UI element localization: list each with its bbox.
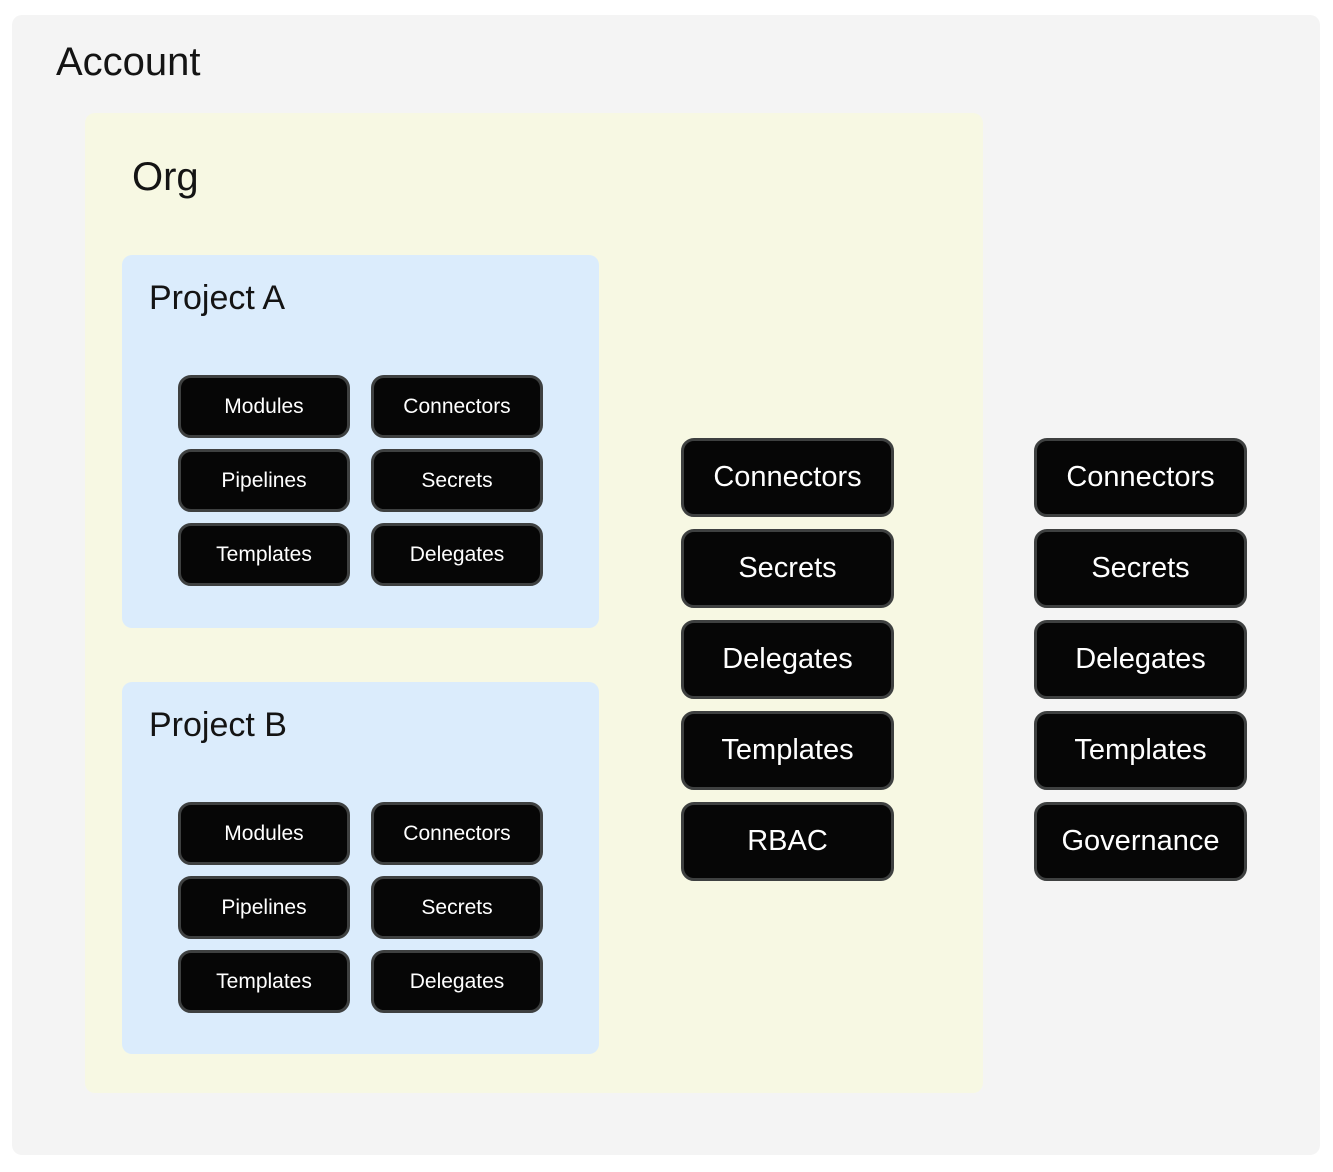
org-pill-secrets: Secrets (681, 529, 894, 608)
project-a-container: Project A Modules Connectors Pipelines S… (122, 255, 599, 628)
org-container: Org Project A Modules Connectors Pipelin… (85, 113, 983, 1093)
project-b-pill-delegates: Delegates (371, 950, 543, 1013)
account-resources: Connectors Secrets Delegates Templates G… (1034, 438, 1247, 881)
account-pill-templates: Templates (1034, 711, 1247, 790)
org-pill-rbac: RBAC (681, 802, 894, 881)
project-a-pill-secrets: Secrets (371, 449, 543, 512)
project-b-pill-secrets: Secrets (371, 876, 543, 939)
project-b-pill-connectors: Connectors (371, 802, 543, 865)
project-b-title: Project B (149, 706, 287, 744)
account-title: Account (56, 40, 201, 84)
org-pill-connectors: Connectors (681, 438, 894, 517)
org-pill-templates: Templates (681, 711, 894, 790)
project-a-pill-delegates: Delegates (371, 523, 543, 586)
account-pill-connectors: Connectors (1034, 438, 1247, 517)
project-a-pill-modules: Modules (178, 375, 350, 438)
project-b-container: Project B Modules Connectors Pipelines S… (122, 682, 599, 1054)
project-b-resources: Modules Connectors Pipelines Secrets Tem… (178, 802, 543, 1013)
project-a-resources: Modules Connectors Pipelines Secrets Tem… (178, 375, 543, 586)
project-b-pill-pipelines: Pipelines (178, 876, 350, 939)
account-container: Account Org Project A Modules Connectors… (12, 15, 1320, 1155)
account-pill-governance: Governance (1034, 802, 1247, 881)
project-b-pill-templates: Templates (178, 950, 350, 1013)
org-title: Org (132, 155, 199, 199)
account-pill-secrets: Secrets (1034, 529, 1247, 608)
project-b-pill-modules: Modules (178, 802, 350, 865)
account-pill-delegates: Delegates (1034, 620, 1247, 699)
project-a-pill-templates: Templates (178, 523, 350, 586)
project-a-title: Project A (149, 279, 286, 317)
org-resources: Connectors Secrets Delegates Templates R… (681, 438, 894, 881)
project-a-pill-pipelines: Pipelines (178, 449, 350, 512)
org-pill-delegates: Delegates (681, 620, 894, 699)
project-a-pill-connectors: Connectors (371, 375, 543, 438)
